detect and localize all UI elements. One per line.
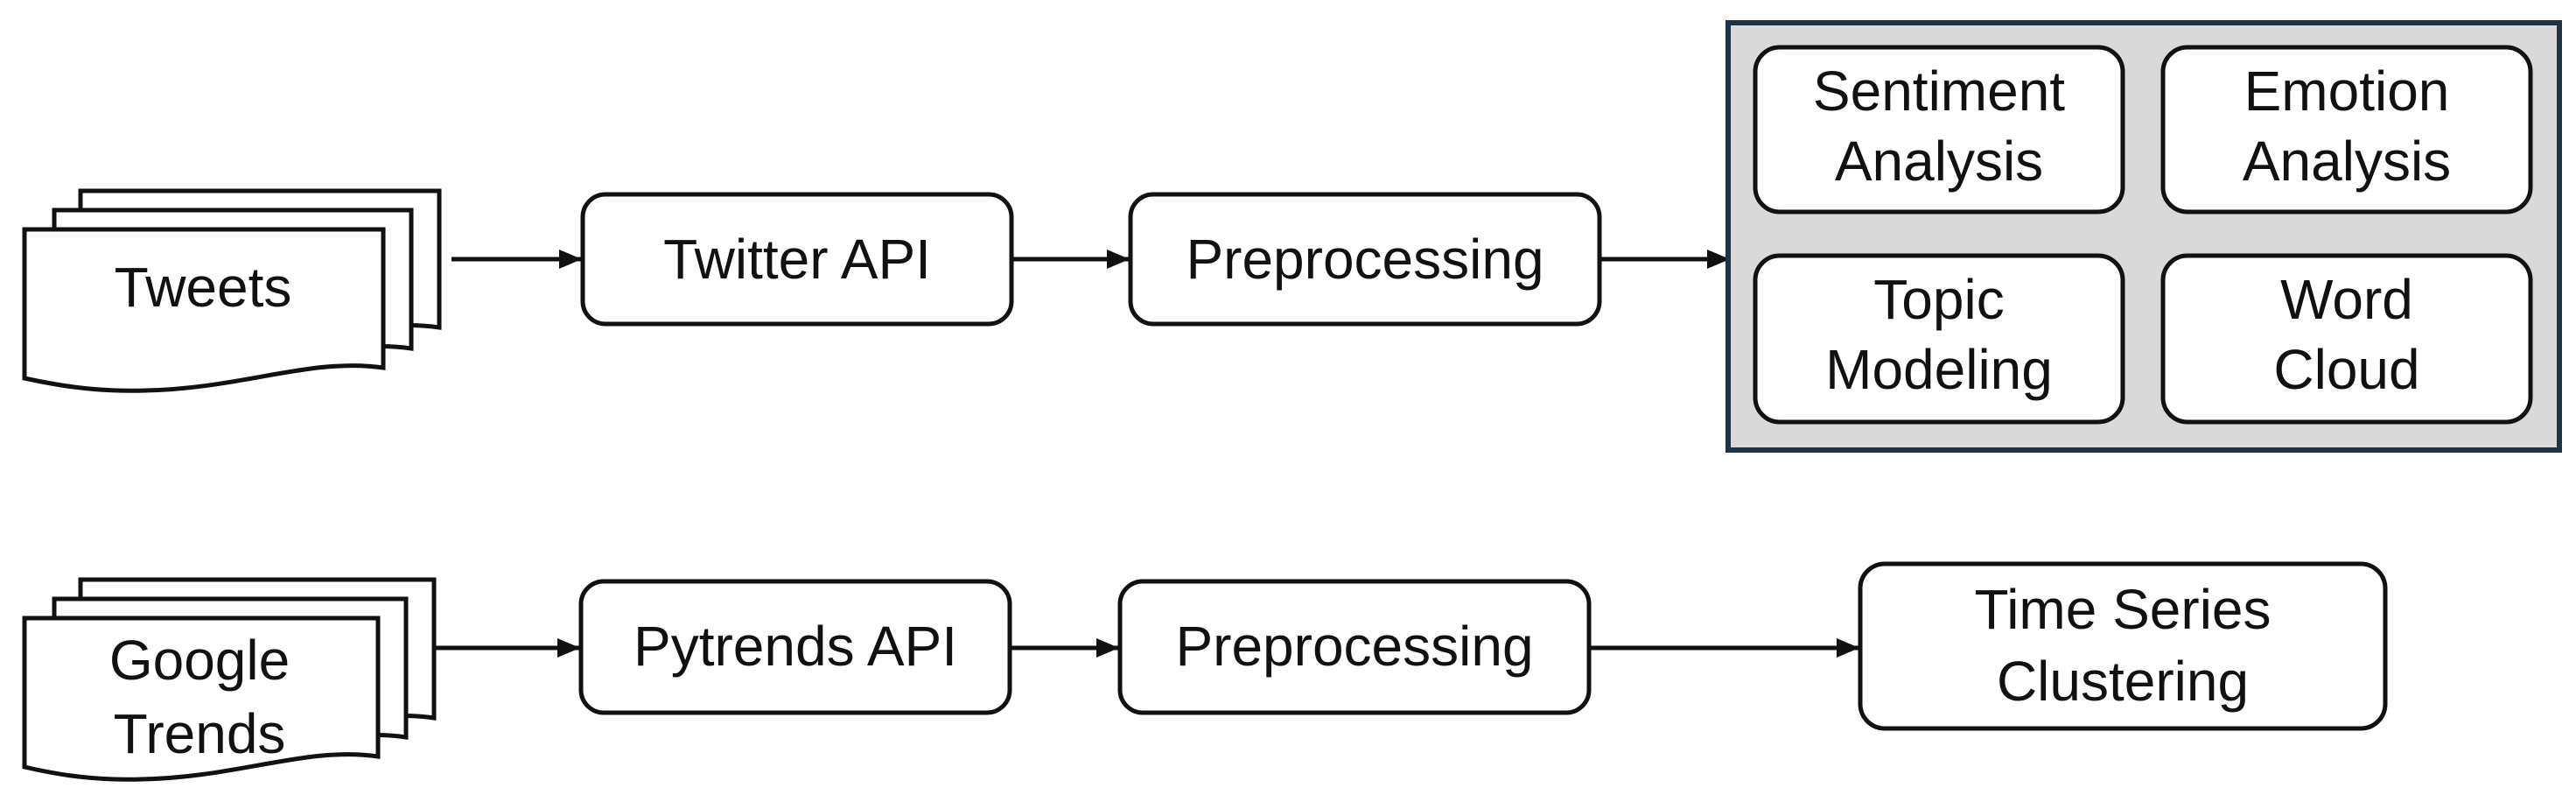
pytrends-api-label: Pytrends API bbox=[634, 615, 957, 678]
emotion-analysis-line2: Analysis bbox=[2243, 130, 2451, 193]
tweets-documents-shape: Tweets bbox=[22, 188, 442, 393]
word-cloud-line2: Cloud bbox=[2273, 338, 2419, 401]
preprocessing-label-row2: Preprocessing bbox=[1175, 615, 1533, 678]
topic-modeling-box: Topic Modeling bbox=[1753, 253, 2125, 425]
google-trends-documents-shape: Google Trends bbox=[22, 577, 437, 782]
google-trends-line2: Trends bbox=[114, 702, 286, 765]
topic-modeling-line2: Modeling bbox=[1825, 338, 2053, 401]
google-trends-line1: Google bbox=[109, 629, 290, 692]
tweets-label: Tweets bbox=[115, 256, 292, 319]
preprocessing-box-row1: Preprocessing bbox=[1128, 192, 1602, 327]
time-series-clustering-line2: Clustering bbox=[1997, 650, 2249, 713]
time-series-clustering-box: Time Series Clustering bbox=[1858, 561, 2388, 731]
twitter-api-box: Twitter API bbox=[580, 192, 1014, 327]
word-cloud-box: Word Cloud bbox=[2160, 253, 2533, 425]
preprocessing-box-row2: Preprocessing bbox=[1117, 579, 1592, 715]
sentiment-analysis-line2: Analysis bbox=[1835, 130, 2043, 193]
analysis-group: Sentiment Analysis Emotion Analysis Topi… bbox=[1726, 20, 2562, 453]
emotion-analysis-line1: Emotion bbox=[2244, 60, 2450, 123]
topic-modeling-line1: Topic bbox=[1873, 268, 2004, 331]
preprocessing-label-row1: Preprocessing bbox=[1186, 228, 1544, 291]
sentiment-analysis-box: Sentiment Analysis bbox=[1753, 45, 2125, 215]
time-series-clustering-line1: Time Series bbox=[1974, 578, 2271, 641]
emotion-analysis-box: Emotion Analysis bbox=[2160, 45, 2533, 215]
word-cloud-line1: Word bbox=[2280, 268, 2413, 331]
pytrends-api-box: Pytrends API bbox=[578, 579, 1012, 715]
sentiment-analysis-line1: Sentiment bbox=[1813, 60, 2065, 123]
twitter-api-label: Twitter API bbox=[663, 228, 931, 291]
